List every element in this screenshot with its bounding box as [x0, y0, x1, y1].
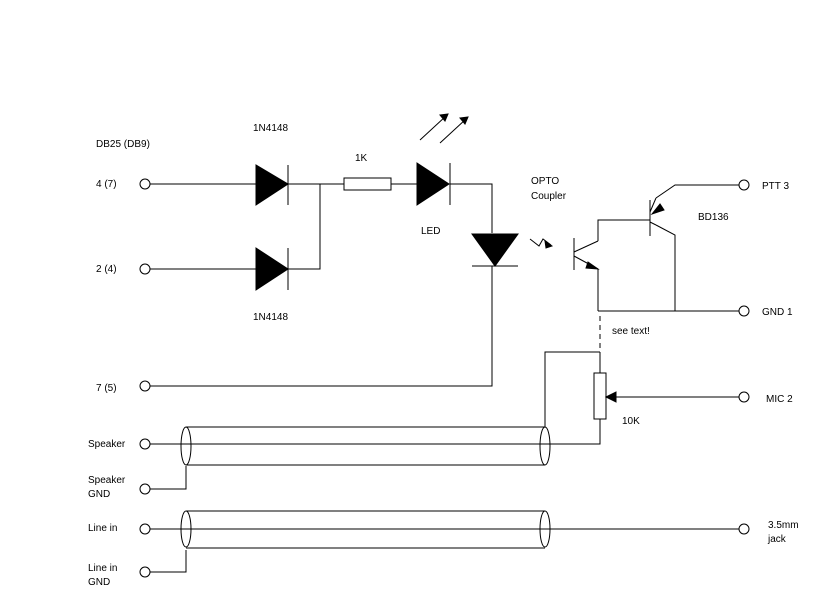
- wire-speaker-gnd: [150, 466, 187, 490]
- wire-pot-bottom: [548, 419, 601, 445]
- terminal-pin7: [139, 380, 151, 392]
- wire-line-in-gnd: [150, 550, 187, 573]
- label-diode-bottom: 1N4148: [253, 312, 288, 323]
- label-gnd: GND 1: [762, 307, 793, 318]
- terminal-line-in: [139, 523, 151, 535]
- label-db25: DB25 (DB9): [96, 139, 150, 150]
- speaker-shielded-cable: [180, 426, 551, 466]
- opto-led: [471, 233, 519, 267]
- label-pin7: 7 (5): [96, 383, 117, 394]
- terminal-gnd: [738, 305, 750, 317]
- wire-bd136-collector: [655, 224, 676, 311]
- label-pot: 10K: [622, 416, 640, 427]
- terminal-ptt: [738, 179, 750, 191]
- wire-opto-pin7: [150, 266, 493, 387]
- wire-opto-collector: [597, 219, 650, 241]
- label-mic: MIC 2: [766, 394, 793, 405]
- label-led: LED: [421, 226, 440, 237]
- terminal-pin2: [139, 263, 151, 275]
- wire-diode-bottom-out: [288, 184, 321, 270]
- terminal-pin4: [139, 178, 151, 190]
- wire-pot-top: [544, 351, 600, 427]
- led: [416, 162, 451, 206]
- terminal-speaker: [139, 438, 151, 450]
- wire-bd136-emitter: [655, 184, 739, 199]
- terminal-line-in-gnd: [139, 566, 151, 578]
- label-ptt: PTT 3: [762, 181, 789, 192]
- opto-phototransistor: [573, 238, 600, 270]
- diode-1n4148-top: [255, 164, 289, 206]
- label-speaker-gnd-1: Speaker: [88, 475, 126, 486]
- label-pin4: 4 (7): [96, 179, 117, 190]
- terminal-jack: [738, 523, 750, 535]
- line-in-shielded-cable: [180, 510, 551, 549]
- label-line-in: Line in: [88, 523, 117, 534]
- label-opto-line2: Coupler: [531, 191, 567, 202]
- terminal-mic: [738, 391, 750, 403]
- label-pin2: 2 (4): [96, 264, 117, 275]
- transistor-bd136: [649, 197, 665, 236]
- label-resistor: 1K: [355, 153, 368, 164]
- label-transistor: BD136: [698, 212, 729, 223]
- label-jack-2: jack: [767, 534, 787, 545]
- wire-led-opto: [450, 183, 493, 233]
- label-line-in-gnd-1: Line in: [88, 563, 117, 574]
- opto-light-zigzag-icon: [529, 238, 554, 249]
- potentiometer-10k: [593, 372, 617, 420]
- led-light-arrows-icon: [419, 113, 469, 144]
- label-speaker-gnd-2: GND: [88, 489, 110, 500]
- diode-1n4148-bottom: [255, 247, 289, 291]
- resistor-1k: [343, 177, 392, 191]
- label-opto-line1: OPTO: [531, 176, 559, 187]
- label-see-text: see text!: [612, 326, 650, 337]
- label-jack-1: 3.5mm: [768, 520, 799, 531]
- label-diode-top: 1N4148: [253, 123, 288, 134]
- terminal-speaker-gnd: [139, 483, 151, 495]
- label-speaker: Speaker: [88, 439, 126, 450]
- label-line-in-gnd-2: GND: [88, 577, 110, 588]
